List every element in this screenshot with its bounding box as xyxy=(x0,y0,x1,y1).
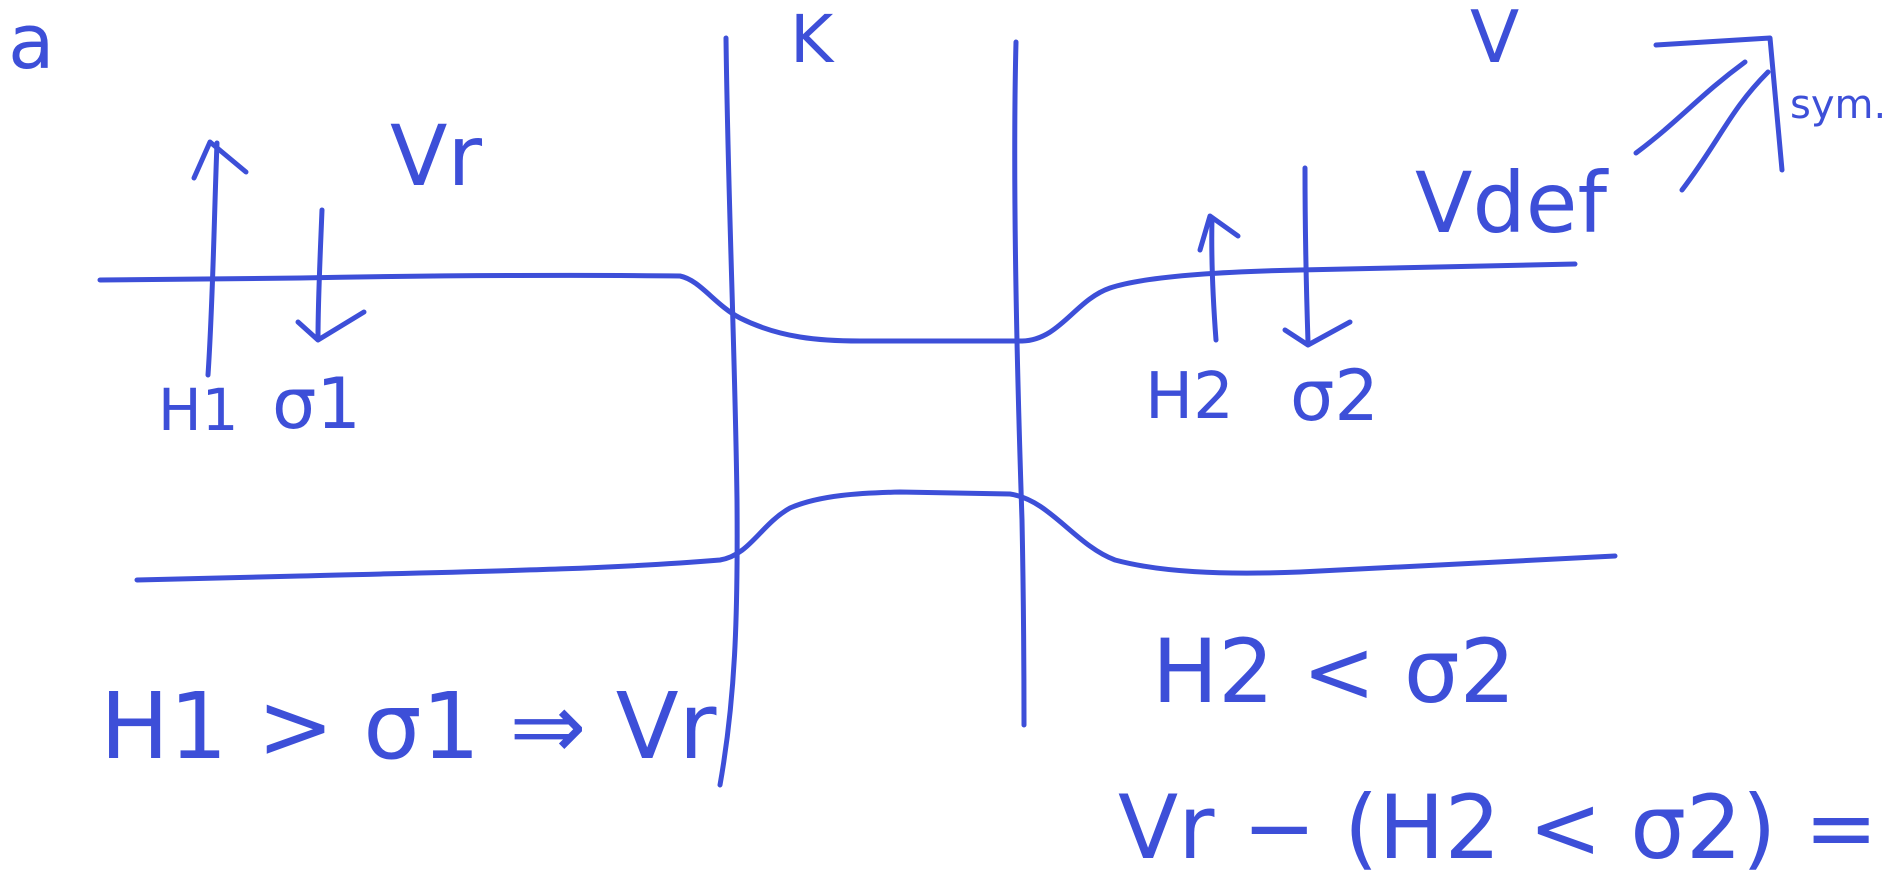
zone-v-label: V xyxy=(1470,0,1519,79)
h1-label: H1 xyxy=(158,376,239,444)
to-sym-arrow xyxy=(1633,35,1785,193)
h2-label: H2 xyxy=(1145,360,1234,434)
equation-left: H1 > σ1 ⇒ Vr xyxy=(100,673,717,780)
sigma1-down-arrow xyxy=(295,207,367,343)
panel-label: a xyxy=(8,0,55,86)
vdef-top-label: Vdef xyxy=(1415,154,1609,252)
equation-right-2: Vr − (H2 < σ2) = Vdef xyxy=(1118,776,1897,879)
sym-label: sym. xyxy=(1790,82,1886,128)
k-zone-right-boundary xyxy=(1012,39,1027,728)
vr-top-label: Vr xyxy=(390,107,482,205)
bottom-profile-line xyxy=(134,489,1618,583)
zone-k-label: K xyxy=(790,1,835,78)
sigma2-down-arrow xyxy=(1282,165,1353,348)
h1-up-arrow xyxy=(191,139,249,378)
sigma2-label: σ2 xyxy=(1290,355,1379,437)
sigma1-label: σ1 xyxy=(272,363,361,445)
k-zone-left-boundary xyxy=(717,35,740,788)
top-profile-line xyxy=(97,261,1578,344)
equation-right-1: H2 < σ2 xyxy=(1152,620,1516,723)
h2-up-arrow xyxy=(1197,213,1241,343)
